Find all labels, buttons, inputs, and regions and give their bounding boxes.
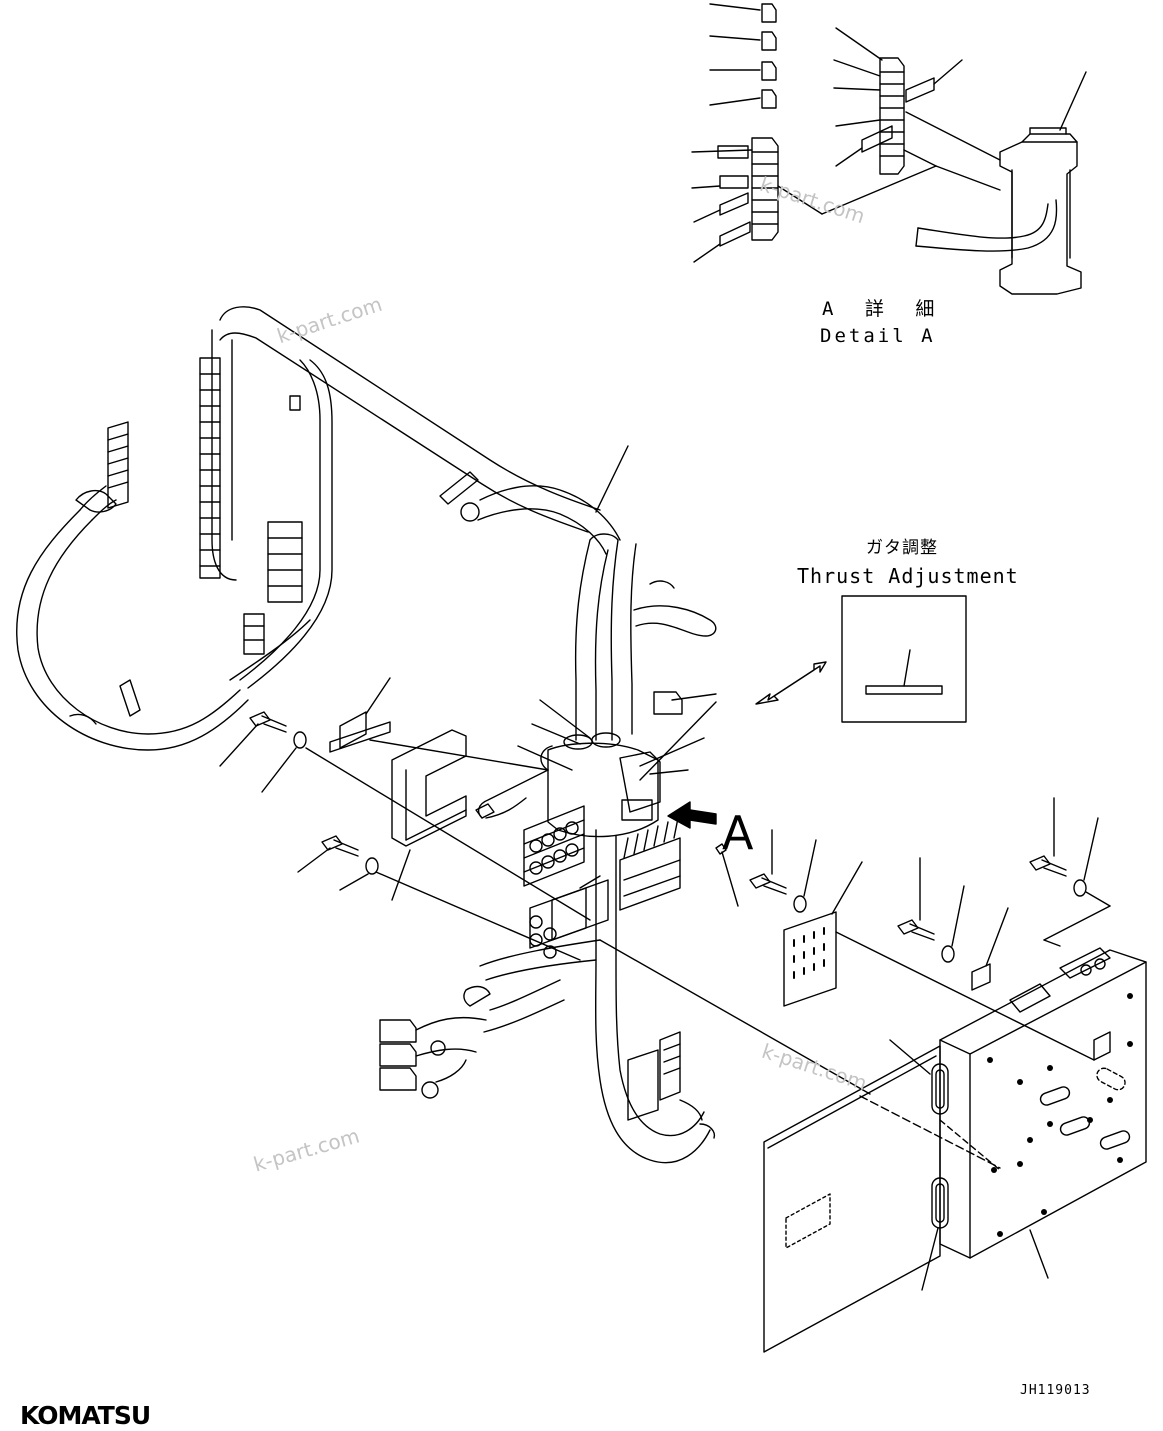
view-a-arrow bbox=[667, 801, 717, 829]
thrust-adjustment-box bbox=[755, 595, 967, 723]
detail-a-view bbox=[691, 3, 1087, 295]
detail-a-title: Detail A bbox=[820, 325, 936, 347]
hardware-right bbox=[599, 797, 1111, 1095]
main-harness bbox=[199, 306, 717, 1164]
thrust-adjustment-title-jp: ガタ調整 bbox=[866, 538, 938, 558]
drawing-code: JH119013 bbox=[1020, 1383, 1091, 1398]
hardware-left bbox=[219, 677, 591, 961]
view-a-label: A bbox=[722, 806, 754, 860]
detail-a-title-jp: A 詳 細 bbox=[822, 298, 945, 320]
thrust-adjustment-title: Thrust Adjustment bbox=[797, 564, 1019, 588]
brand-logo: KOMATSU bbox=[20, 1401, 151, 1430]
controller-box bbox=[763, 947, 1147, 1353]
left-harness-loop bbox=[16, 421, 311, 751]
